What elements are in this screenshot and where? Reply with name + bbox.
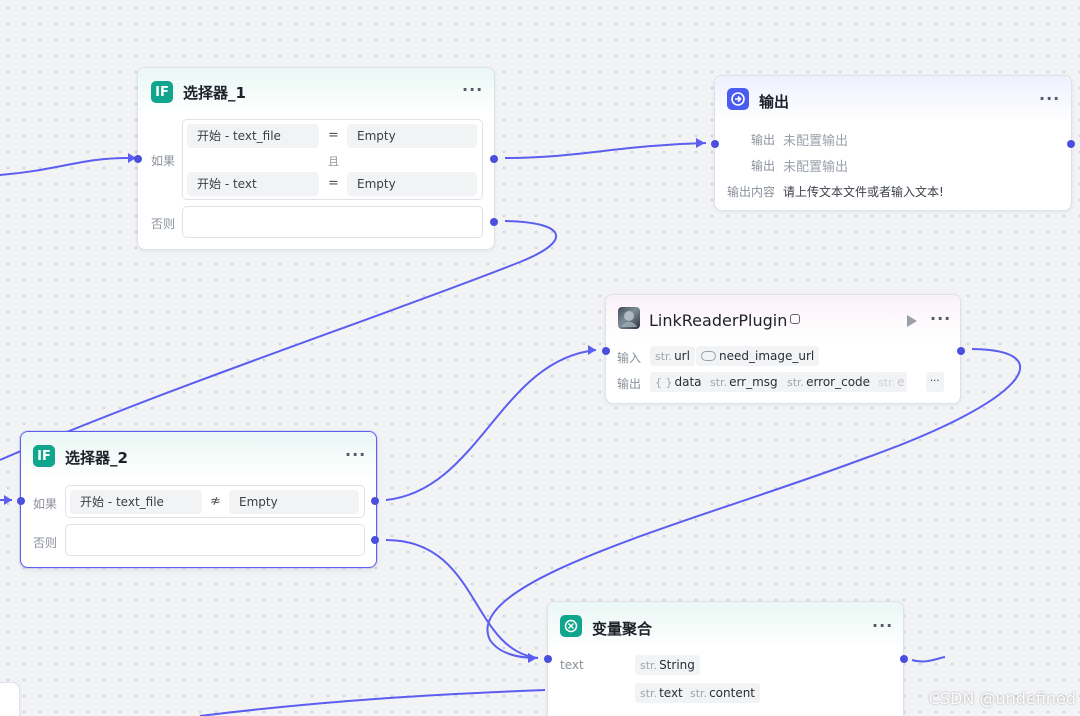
- wire-start-to-selector1: [0, 157, 129, 176]
- wire-selector2-if-to-plugin: [385, 349, 597, 501]
- output-row-value-1: 未配置输出: [783, 134, 849, 149]
- tag-string: str.String: [635, 655, 700, 675]
- node-title: 选择器_2: [65, 449, 128, 467]
- input-handle[interactable]: [134, 155, 142, 163]
- run-icon[interactable]: [907, 315, 917, 327]
- else-label: 否则: [33, 536, 58, 550]
- input-handle[interactable]: [711, 140, 719, 148]
- else-label: 否则: [151, 217, 176, 231]
- output-icon: [727, 88, 749, 110]
- condition-left[interactable]: 开始 - text_file: [70, 490, 202, 514]
- node-title: LinkReaderPlugin: [649, 311, 788, 330]
- output-node[interactable]: 输出 ··· 输出 未配置输出 输出 未配置输出 输出内容 请上传文本文件或者输…: [711, 75, 1075, 211]
- output-tag-err-msg: str.err_msg: [705, 372, 783, 392]
- and-label[interactable]: 且: [328, 155, 339, 168]
- node-title: 选择器_1: [183, 84, 246, 102]
- if-output-handle[interactable]: [371, 497, 379, 505]
- node-title: 变量聚合: [592, 620, 653, 638]
- input-tag-url: str.url: [650, 346, 695, 366]
- wire-selector1-else-to-selector2: [0, 220, 557, 461]
- condition-op[interactable]: ≉: [210, 494, 221, 509]
- if-output-handle[interactable]: [490, 155, 498, 163]
- condition-op-1[interactable]: =: [328, 128, 339, 143]
- condition-group: 开始 - text_file ≉ Empty: [65, 485, 365, 518]
- output-label: 输出: [617, 377, 642, 391]
- input-handle[interactable]: [544, 655, 552, 663]
- output-row-label-1: 输出: [751, 133, 776, 147]
- partial-node[interactable]: [0, 682, 20, 716]
- else-output-handle[interactable]: [371, 536, 379, 544]
- tag-content: str.content: [685, 683, 761, 703]
- plugin-info-icon[interactable]: [790, 314, 800, 324]
- if-label: 如果: [151, 154, 176, 168]
- aggregate-icon: [560, 615, 582, 637]
- condition-group: 开始 - text_file = Empty 且 开始 - text = Emp…: [182, 119, 483, 200]
- link-reader-plugin-node[interactable]: LinkReaderPlugin ··· 输入 str.url need_ima…: [602, 294, 965, 404]
- condition-right[interactable]: Empty: [229, 490, 359, 514]
- more-menu-icon[interactable]: ···: [462, 80, 484, 99]
- if-icon: IF: [33, 445, 55, 467]
- output-handle[interactable]: [900, 655, 908, 663]
- output-handle[interactable]: [1067, 140, 1075, 148]
- condition-left-1[interactable]: 开始 - text_file: [187, 124, 319, 148]
- tag-text: str.text: [635, 683, 688, 703]
- wire-selector2-else-to-aggregate: [385, 539, 539, 659]
- condition-left-2[interactable]: 开始 - text: [187, 172, 319, 196]
- more-outputs-button[interactable]: ···: [926, 372, 944, 392]
- output-tag-data: { }data: [650, 372, 707, 392]
- wire-aggregate-out: [911, 656, 946, 663]
- selector-1-node[interactable]: IF 选择器_1 ··· 如果 开始 - text_file = Empty 且…: [134, 67, 498, 250]
- output-tag-truncated: str.e: [873, 372, 907, 392]
- node-title: 输出: [759, 93, 790, 111]
- output-tag-error-code: str.error_code: [782, 372, 876, 392]
- more-menu-icon[interactable]: ···: [1039, 89, 1061, 108]
- else-branch[interactable]: [65, 524, 365, 556]
- wire-selector1-if-to-output: [504, 142, 707, 159]
- watermark: CSDN @undefined: [928, 689, 1076, 708]
- wire-bottom-left: [199, 689, 546, 716]
- more-menu-icon[interactable]: ···: [345, 445, 367, 464]
- input-tag-need-image-url: need_image_url: [696, 346, 820, 366]
- toggle-icon: [701, 350, 716, 361]
- input-handle[interactable]: [17, 497, 25, 505]
- output-row-label-2: 输出: [751, 159, 776, 173]
- output-row-value-2: 未配置输出: [783, 160, 849, 175]
- condition-op-2[interactable]: =: [328, 176, 339, 191]
- output-content-label: 输出内容: [727, 185, 776, 199]
- if-icon: IF: [151, 81, 173, 103]
- else-output-handle[interactable]: [490, 218, 498, 226]
- selector-2-node[interactable]: IF 选择器_2 ··· 如果 开始 - text_file ≉ Empty 否…: [17, 431, 379, 568]
- input-label: 输入: [617, 351, 642, 365]
- row-label: text: [560, 658, 584, 672]
- condition-right-2[interactable]: Empty: [347, 172, 477, 196]
- input-handle[interactable]: [602, 347, 610, 355]
- if-label: 如果: [33, 497, 58, 511]
- more-menu-icon[interactable]: ···: [930, 309, 952, 328]
- more-menu-icon[interactable]: ···: [872, 616, 894, 635]
- else-branch[interactable]: [182, 206, 483, 238]
- variable-aggregate-node[interactable]: 变量聚合 ··· text str.String str.text str.co…: [544, 601, 908, 716]
- plugin-avatar-icon: [618, 307, 640, 329]
- condition-right-1[interactable]: Empty: [347, 124, 477, 148]
- output-content-value: 请上传文本文件或者输入文本!: [783, 185, 944, 199]
- output-handle[interactable]: [957, 347, 965, 355]
